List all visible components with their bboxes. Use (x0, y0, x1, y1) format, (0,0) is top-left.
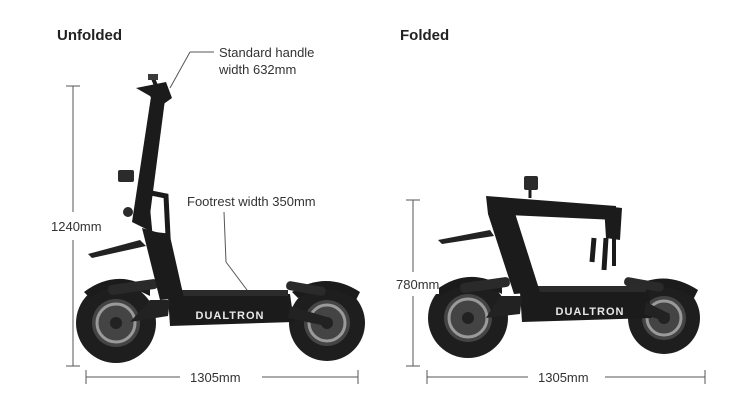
unfolded-height-dimension (66, 85, 80, 367)
handle-width-label-line1: Standard handle (219, 45, 315, 60)
unfolded-length-value: 1305mm (190, 368, 241, 387)
folded-length-dimension (426, 370, 706, 384)
folded-rear-wheel (428, 278, 508, 358)
unfolded-title: Unfolded (57, 27, 122, 44)
handle-width-label-line2: width 632mm (219, 62, 297, 77)
folded-height-value: 780mm (396, 275, 440, 294)
unfolded-height-value: 1240mm (51, 217, 102, 236)
footrest-leader-line-diag (225, 261, 251, 295)
folded-length-value: 1305mm (538, 368, 589, 387)
unfolded-length-dimension (85, 370, 359, 384)
unfolded-rear-wheel (76, 283, 156, 363)
handle-leader-line-diag (169, 51, 191, 89)
footrest-leader-line (223, 211, 227, 263)
folded-height-dimension (406, 199, 420, 367)
folded-title: Folded (400, 27, 450, 44)
unfolded-brand-logo: DUALTRON (196, 310, 265, 322)
folded-brand-logo: DUALTRON (556, 306, 625, 318)
unfolded-scooter: DUALTRON (76, 74, 365, 363)
footrest-width-label: Footrest width 350mm (187, 194, 316, 209)
folded-scooter: DUALTRON (428, 176, 700, 358)
